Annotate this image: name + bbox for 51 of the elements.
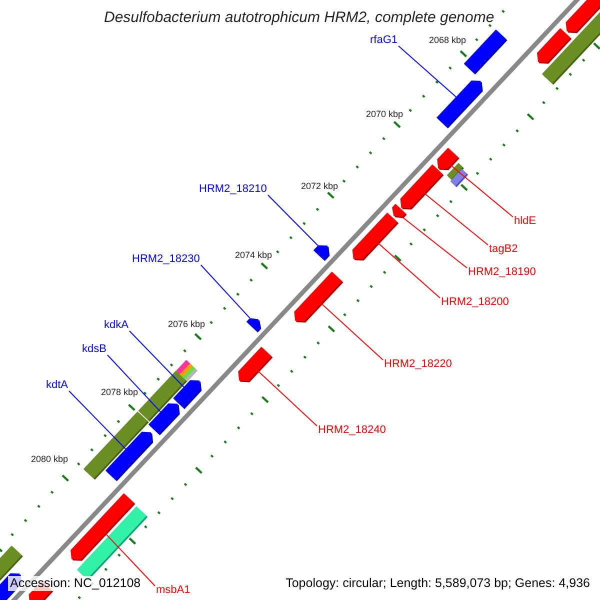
leader-line xyxy=(128,330,184,388)
gene-bar xyxy=(105,432,154,482)
gene-label: msbA1 xyxy=(156,585,190,596)
gene-label: HRM2_18190 xyxy=(468,267,536,278)
leader-line xyxy=(398,46,456,98)
leader-line xyxy=(320,302,384,360)
leader-line xyxy=(267,194,318,246)
gene-label: kdkA xyxy=(104,320,128,331)
gene-bar xyxy=(173,380,202,410)
gene-label: rfaG1 xyxy=(370,35,398,46)
gene-bar xyxy=(437,148,460,170)
accession-label: Accession: NC_012108 xyxy=(8,576,143,590)
gene-bar xyxy=(352,212,399,260)
leader-line xyxy=(68,390,126,450)
tick-label: 2070 kbp xyxy=(366,110,403,119)
leader-line xyxy=(106,354,161,412)
gene-bar xyxy=(392,204,407,218)
tick-label: 2078 kbp xyxy=(100,388,138,397)
gene-label: tagB2 xyxy=(489,244,518,255)
gene-label: HRM2_18230 xyxy=(132,254,200,265)
gene-bar xyxy=(537,28,572,64)
gene-label: HRM2_18220 xyxy=(384,359,452,370)
tick-label: 2072 kbp xyxy=(300,182,338,191)
gene-label: kdsB xyxy=(82,344,106,355)
leader-line xyxy=(200,264,250,319)
gene-bar xyxy=(246,318,262,332)
gene-bar xyxy=(70,493,136,561)
gene-bar xyxy=(238,346,273,382)
gene-label: HRM2_18240 xyxy=(318,425,386,436)
gene-bar xyxy=(436,80,483,128)
gene-bar xyxy=(400,164,444,210)
leader-line xyxy=(402,216,468,268)
tick-label: 2080 kbp xyxy=(30,455,68,464)
gene-bar xyxy=(294,272,344,322)
tick-label: 2068 kbp xyxy=(428,36,466,45)
gene-bar xyxy=(566,0,600,34)
gene-label: HRM2_18210 xyxy=(199,184,267,195)
map-title: Desulfobacterium autotrophicum HRM2, complete genome xyxy=(103,10,494,25)
leader-line xyxy=(257,370,318,426)
tick-label: 2076 kbp xyxy=(168,320,205,329)
gene-label: HRM2_18200 xyxy=(441,297,509,308)
gene-bar xyxy=(148,403,180,436)
gene-bar xyxy=(313,245,330,261)
leader-line xyxy=(424,192,488,246)
tick-label: 2074 kbp xyxy=(234,251,272,260)
leader-line xyxy=(104,532,156,586)
leader-line xyxy=(450,164,514,218)
genome-info: Topology: circular; Length: 5,589,073 bp; Genes: 4,936 xyxy=(284,576,592,590)
leader-line xyxy=(377,242,440,298)
gene-label: hldE xyxy=(514,216,536,227)
gene-label: kdtA xyxy=(46,380,68,391)
